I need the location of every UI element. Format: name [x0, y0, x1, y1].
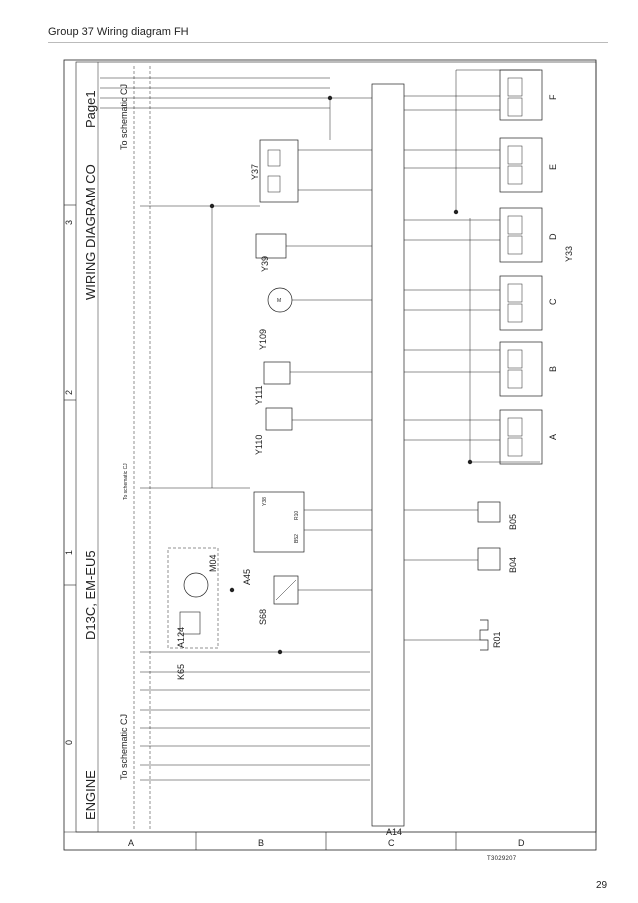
- y38-label: Y38: [262, 497, 268, 506]
- col-label-1: 1: [64, 550, 74, 555]
- injector-b: B: [499, 341, 558, 397]
- splice-point: [229, 587, 235, 593]
- k65-label: K65: [176, 664, 186, 680]
- injector-f: F: [499, 69, 558, 121]
- b04-sensor: B04: [477, 547, 518, 573]
- splice-point: [467, 459, 473, 465]
- y111-label: Y111: [254, 385, 264, 405]
- figure-reference: T3029207: [487, 856, 517, 862]
- splice-point: [453, 209, 459, 215]
- y33-label: Y33: [564, 246, 574, 262]
- y39-label: Y39: [260, 256, 270, 272]
- header-rule: [48, 42, 608, 43]
- splice-point: [327, 95, 333, 101]
- injector-c-label: C: [548, 298, 558, 305]
- r10-label: R10: [294, 511, 300, 520]
- to-schematic-top: To schematic CJ: [119, 84, 129, 150]
- row-label-b: B: [258, 838, 264, 848]
- injector-d-label: D: [548, 233, 558, 240]
- injector-b-label: B: [548, 366, 558, 372]
- b52-label: B52: [294, 534, 300, 543]
- injector-wiring: [404, 69, 540, 463]
- injector-e: E: [499, 137, 558, 193]
- sheet-title: WIRING DIAGRAM CO: [83, 164, 98, 300]
- injector-d: D: [499, 207, 558, 263]
- engine-label: ENGINE: [83, 770, 98, 820]
- y39-valve: Y39: [255, 233, 287, 272]
- y37-label: Y37: [250, 164, 260, 180]
- page-label: Page1: [83, 90, 98, 128]
- row-label-a: A: [128, 838, 134, 848]
- y111-valve: Y111: [254, 361, 291, 405]
- svg-text:M: M: [277, 298, 281, 304]
- injector-a-label: A: [548, 434, 558, 440]
- r01-heater: R01: [479, 619, 502, 651]
- a14-label: A14: [386, 827, 402, 837]
- bus-lines: [100, 66, 370, 830]
- y110-valve: Y110: [254, 407, 293, 455]
- middle-wiring: [211, 97, 480, 641]
- b05-label: B05: [508, 514, 518, 530]
- drawing-frame: [75, 61, 597, 833]
- col-label-3: 3: [64, 220, 74, 225]
- injector-e-label: E: [548, 164, 558, 170]
- a124-m04-group: M04 A124 K65: [167, 547, 219, 680]
- splice-point: [209, 203, 215, 209]
- col-label-2: 2: [64, 390, 74, 395]
- page-number: 29: [596, 880, 608, 891]
- s68-label: S68: [258, 609, 268, 625]
- b04-label: B04: [508, 557, 518, 573]
- ecu-a14-block: [371, 83, 405, 827]
- model-label: D13C, EM-EU5: [83, 550, 98, 640]
- a45-block: A45 Y38 R10 B52: [242, 491, 305, 585]
- b05-sensor: B05: [477, 501, 518, 530]
- m04-label: M04: [208, 554, 218, 572]
- y109-label: Y109: [258, 329, 268, 350]
- page-header-title: Group 37 Wiring diagram FH: [48, 26, 189, 38]
- splice-point: [277, 649, 283, 655]
- to-schematic-mid: To schematic CJ: [123, 463, 129, 500]
- injector-f-label: F: [548, 94, 558, 100]
- row-label-d: D: [518, 838, 525, 848]
- a124-label: A124: [176, 627, 186, 648]
- y37-valve: Y37: [250, 139, 299, 203]
- row-label-c: C: [388, 838, 395, 848]
- r01-label: R01: [492, 631, 502, 648]
- y110-label: Y110: [254, 435, 264, 455]
- y109-motor: M Y109: [258, 287, 293, 350]
- a45-label: A45: [242, 569, 252, 585]
- injector-a: A: [499, 409, 558, 465]
- s68-switch: S68: [258, 575, 299, 625]
- col-label-0: 0: [64, 740, 74, 745]
- to-schematic-left: To schematic CJ: [119, 714, 129, 780]
- injector-c: C: [499, 275, 558, 331]
- diagram-border: [63, 59, 597, 851]
